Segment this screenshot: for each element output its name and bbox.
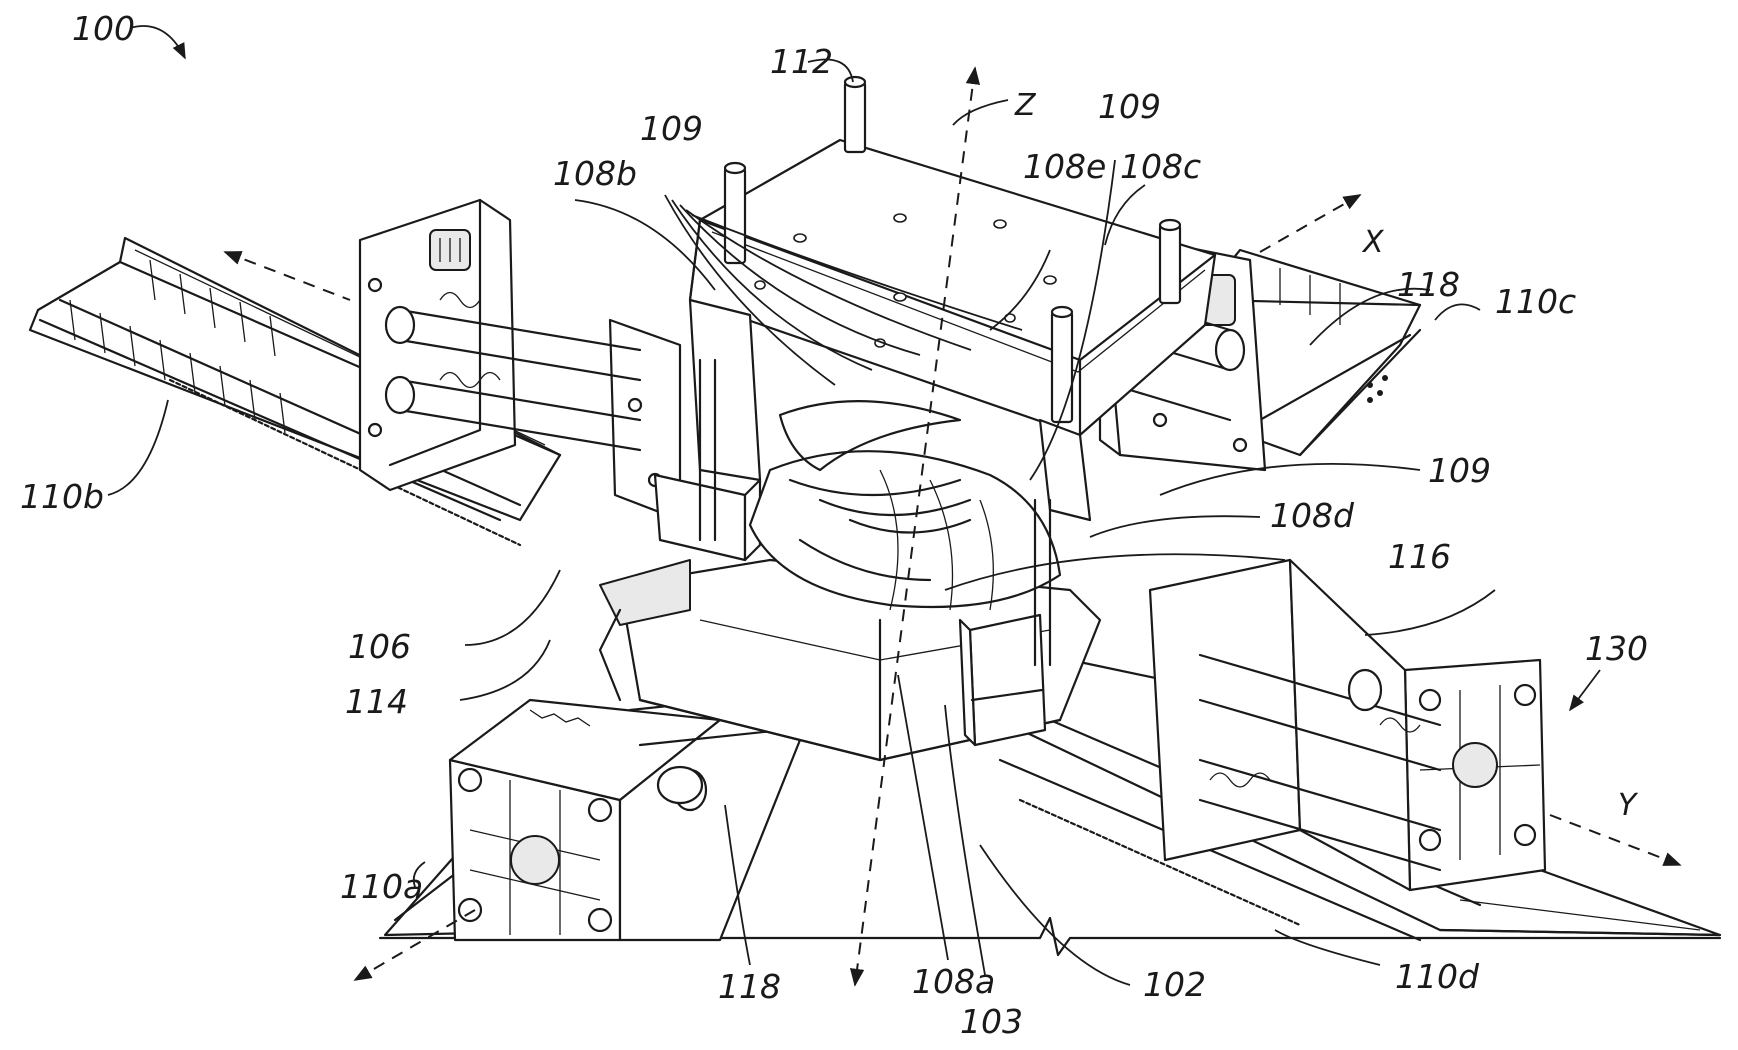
label-109-right: 109 xyxy=(1428,451,1491,490)
label-110d: 110d xyxy=(1395,957,1480,996)
axis-labels: Z X Y xyxy=(1014,88,1639,823)
label-106: 106 xyxy=(348,627,411,666)
label-110b: 110b xyxy=(20,477,104,516)
reference-labels: 100 112 109 109 108b 108e 108c 118 110c … xyxy=(20,9,1648,1041)
actuator-right-front xyxy=(1148,558,1547,892)
label-102: 102 xyxy=(1143,965,1206,1004)
label-112: 112 xyxy=(770,42,833,81)
label-108e: 108e xyxy=(1023,147,1106,186)
axis-z xyxy=(849,66,981,987)
label-103: 103 xyxy=(960,1002,1023,1041)
actuator-front-left xyxy=(448,688,832,942)
label-109-top-left: 109 xyxy=(640,109,703,148)
axis-label-z: Z xyxy=(1014,88,1037,123)
axis-label-y: Y xyxy=(1618,788,1639,823)
label-114: 114 xyxy=(345,682,408,721)
actuator-left-rear xyxy=(358,198,682,522)
label-108d: 108d xyxy=(1270,496,1355,535)
label-118-top: 118 xyxy=(1397,265,1460,304)
label-108c: 108c xyxy=(1120,147,1201,186)
label-109-top-right: 109 xyxy=(1098,87,1161,126)
lower-die-block-left xyxy=(653,473,762,562)
label-116: 116 xyxy=(1388,537,1451,576)
label-108a: 108a xyxy=(912,962,995,1001)
label-130: 130 xyxy=(1585,629,1648,668)
label-108b: 108b xyxy=(553,154,637,193)
lower-die-block-front xyxy=(958,613,1047,747)
label-110a: 110a xyxy=(340,867,423,906)
axis-x xyxy=(223,194,1362,981)
label-118-bottom: 118 xyxy=(718,967,781,1006)
axis-y xyxy=(1549,814,1682,866)
leader-lines xyxy=(107,25,1601,986)
label-100: 100 xyxy=(72,9,135,48)
label-110c: 110c xyxy=(1495,282,1576,321)
axis-label-x: X xyxy=(1361,225,1385,260)
